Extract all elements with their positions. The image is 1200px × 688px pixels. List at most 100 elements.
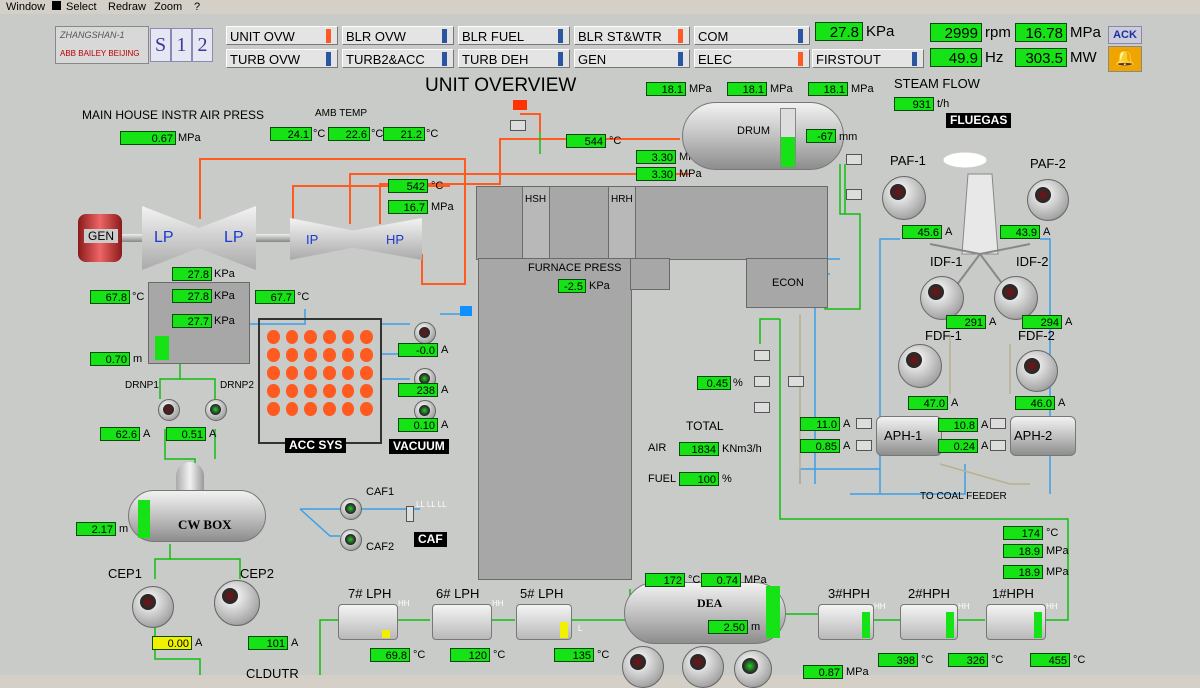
lph7-level <box>382 630 390 638</box>
lph5-level <box>560 622 568 638</box>
feedwater-press-1: 18.9 <box>1003 544 1043 558</box>
lp-press-2: 27.8 <box>172 289 212 303</box>
amb-temp-3: 21.2 <box>383 127 425 141</box>
idf2-fan[interactable] <box>994 276 1038 320</box>
idf1-fan[interactable] <box>920 276 964 320</box>
vacuum-label: VACUUM <box>389 439 449 454</box>
nav-blr-stwtr[interactable]: BLR ST&WTR <box>574 26 690 45</box>
aph2[interactable] <box>1010 416 1076 456</box>
ack-button[interactable]: ACK <box>1108 26 1142 44</box>
cep1-current: 0.00 <box>152 636 192 650</box>
cw-box-tank[interactable] <box>128 490 266 542</box>
vacuum-pump-1[interactable] <box>414 322 436 344</box>
main-steam-press-unit: MPa <box>1070 24 1101 41</box>
nav-com[interactable]: COM <box>694 26 810 45</box>
valve-icon[interactable] <box>846 189 862 200</box>
power-value: 303.5 <box>1015 48 1067 67</box>
nav-blr-ovw[interactable]: BLR OVW <box>342 26 454 45</box>
valve-icon[interactable] <box>510 120 526 131</box>
plant-logo: ZHANGSHAN-1 ABB BAILEY BEIJING <box>55 26 149 64</box>
select-checkbox-icon[interactable] <box>52 1 61 10</box>
valve-icon[interactable] <box>754 350 770 361</box>
extraction-press: 0.87 <box>803 665 843 679</box>
vacuum-pump-2-current: 238 <box>398 383 438 397</box>
lph5-temp: 135 <box>554 648 594 662</box>
reheat-press-2: 3.30 <box>636 167 676 181</box>
aph2-main-current: 10.8 <box>938 418 978 432</box>
hsh[interactable] <box>522 186 550 260</box>
caf-label: CAF <box>414 532 447 547</box>
lph6-heater[interactable] <box>432 604 492 640</box>
valve-icon[interactable] <box>788 376 804 387</box>
motor-icon[interactable] <box>856 440 872 451</box>
cep1-pump[interactable] <box>132 586 174 628</box>
valve-icon[interactable] <box>754 376 770 387</box>
paf2-fan[interactable] <box>1027 179 1069 221</box>
cep2-pump[interactable] <box>214 580 260 626</box>
menu-help[interactable]: ? <box>194 1 201 13</box>
hph3-temp: 398 <box>878 653 918 667</box>
fdf1-current: 47.0 <box>908 396 948 410</box>
fdf2-fan[interactable] <box>1016 350 1058 392</box>
nav-elec[interactable]: ELEC <box>694 49 810 68</box>
nav-turb-deh[interactable]: TURB DEH <box>458 49 570 68</box>
caf1-pump[interactable] <box>340 498 362 520</box>
hotwell-level: 0.70 <box>90 352 130 366</box>
cw-level-bar <box>138 500 150 538</box>
econ[interactable] <box>746 258 828 308</box>
nav-turb2acc[interactable]: TURB2&ACC <box>342 49 454 68</box>
caf-damper-icon[interactable] <box>406 506 414 522</box>
speed-unit: rpm <box>985 24 1011 41</box>
lp-press-1: 27.8 <box>172 267 212 281</box>
paf1-fan[interactable] <box>882 176 926 220</box>
nav-firstout[interactable]: FIRSTOUT <box>812 49 924 68</box>
turbine-shaft <box>122 234 422 242</box>
hrh[interactable] <box>608 186 636 260</box>
hotwell-level-bar <box>155 336 169 360</box>
motor-icon[interactable] <box>856 418 872 429</box>
feed-pump-3[interactable] <box>734 650 772 688</box>
hph1-level <box>1034 612 1042 638</box>
menu-zoom[interactable]: Zoom <box>154 1 183 13</box>
vacuum-pump-3-current: 0.10 <box>398 418 438 432</box>
amb-temp-2: 22.6 <box>328 127 370 141</box>
dea-level-bar <box>766 586 780 638</box>
drnp1-pump[interactable] <box>158 399 180 421</box>
nav-unit-ovw[interactable]: UNIT OVW <box>226 26 338 45</box>
reheat-press-1: 3.30 <box>636 150 676 164</box>
unit-number-display: S 1 2 <box>150 28 214 62</box>
aph1[interactable] <box>876 416 942 456</box>
nav-turb-ovw[interactable]: TURB OVW <box>226 49 338 68</box>
valve-icon[interactable] <box>846 154 862 165</box>
menu-select[interactable]: Select <box>66 1 97 13</box>
steam-flow-value: 931 <box>894 97 934 111</box>
power-unit: MW <box>1070 49 1097 66</box>
drnp2-current: 0.51 <box>166 427 206 441</box>
fdf1-fan[interactable] <box>898 344 942 388</box>
page-title: UNIT OVERVIEW <box>425 75 577 96</box>
amb-temp-1: 24.1 <box>270 127 312 141</box>
acc-system[interactable] <box>258 318 382 444</box>
feed-pump-2[interactable] <box>682 646 724 688</box>
nav-gen[interactable]: GEN <box>574 49 690 68</box>
menu-redraw[interactable]: Redraw <box>108 1 146 13</box>
o2-value: 0.45 <box>697 376 731 390</box>
lp-press-3: 27.7 <box>172 314 212 328</box>
drum-press-2: 18.1 <box>727 82 767 96</box>
dea-tank[interactable] <box>624 582 786 644</box>
hp-temp: 542 <box>388 179 428 193</box>
valve-icon[interactable] <box>754 402 770 413</box>
feed-pump-1[interactable] <box>622 646 664 688</box>
drnp2-pump[interactable] <box>205 399 227 421</box>
caf2-pump[interactable] <box>340 529 362 551</box>
motor-icon[interactable] <box>990 440 1006 451</box>
furnace[interactable] <box>478 258 632 580</box>
nav-blr-fuel[interactable]: BLR FUEL <box>458 26 570 45</box>
alarm-bell-icon[interactable]: 🔔 <box>1108 46 1142 72</box>
menu-bar: Window Select Redraw Zoom ? <box>0 0 1200 14</box>
menu-window[interactable]: Window <box>6 1 46 13</box>
reheat-temp: 544 <box>566 134 606 148</box>
lph6-temp: 120 <box>450 648 490 662</box>
idf2-current: 294 <box>1022 315 1062 329</box>
motor-icon[interactable] <box>990 418 1006 429</box>
